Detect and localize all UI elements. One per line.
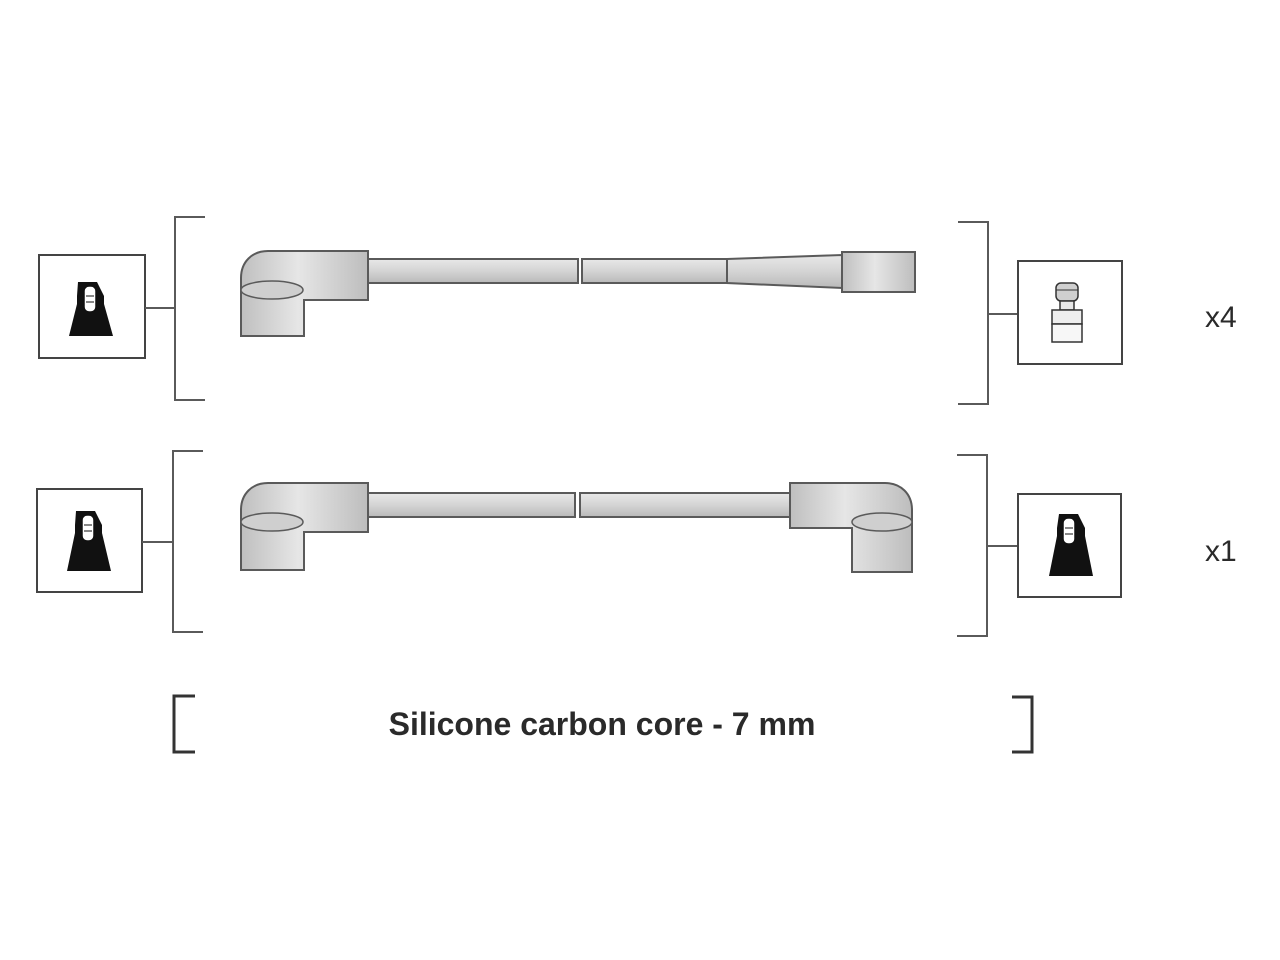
caption-group: Silicone carbon core - 7 mm — [172, 694, 1034, 754]
cable-row-2: x1 — [36, 450, 1237, 637]
left-bracket — [174, 216, 205, 401]
quantity-label: x1 — [1205, 535, 1237, 568]
caption-left-bracket — [172, 694, 195, 754]
right-bracket — [958, 221, 989, 405]
cable-specification-caption: Silicone carbon core - 7 mm — [389, 706, 816, 742]
ignition-cable — [240, 482, 913, 573]
coil-boot-icon — [1049, 514, 1093, 576]
right-connector-box — [1017, 260, 1123, 365]
quantity-label: x4 — [1205, 301, 1237, 334]
left-connector-box — [36, 488, 143, 593]
left-bracket — [172, 450, 203, 633]
coil-boot-icon — [69, 282, 113, 336]
coil-boot-icon — [67, 511, 111, 571]
caption-right-bracket — [1012, 695, 1034, 754]
spark-plug-terminal-icon — [1051, 282, 1083, 343]
ignition-cable — [240, 250, 916, 337]
right-bracket — [957, 454, 988, 637]
right-connector-box — [1017, 493, 1122, 598]
cable-row-1: x4 — [38, 216, 1237, 405]
left-connector-box — [38, 254, 146, 359]
